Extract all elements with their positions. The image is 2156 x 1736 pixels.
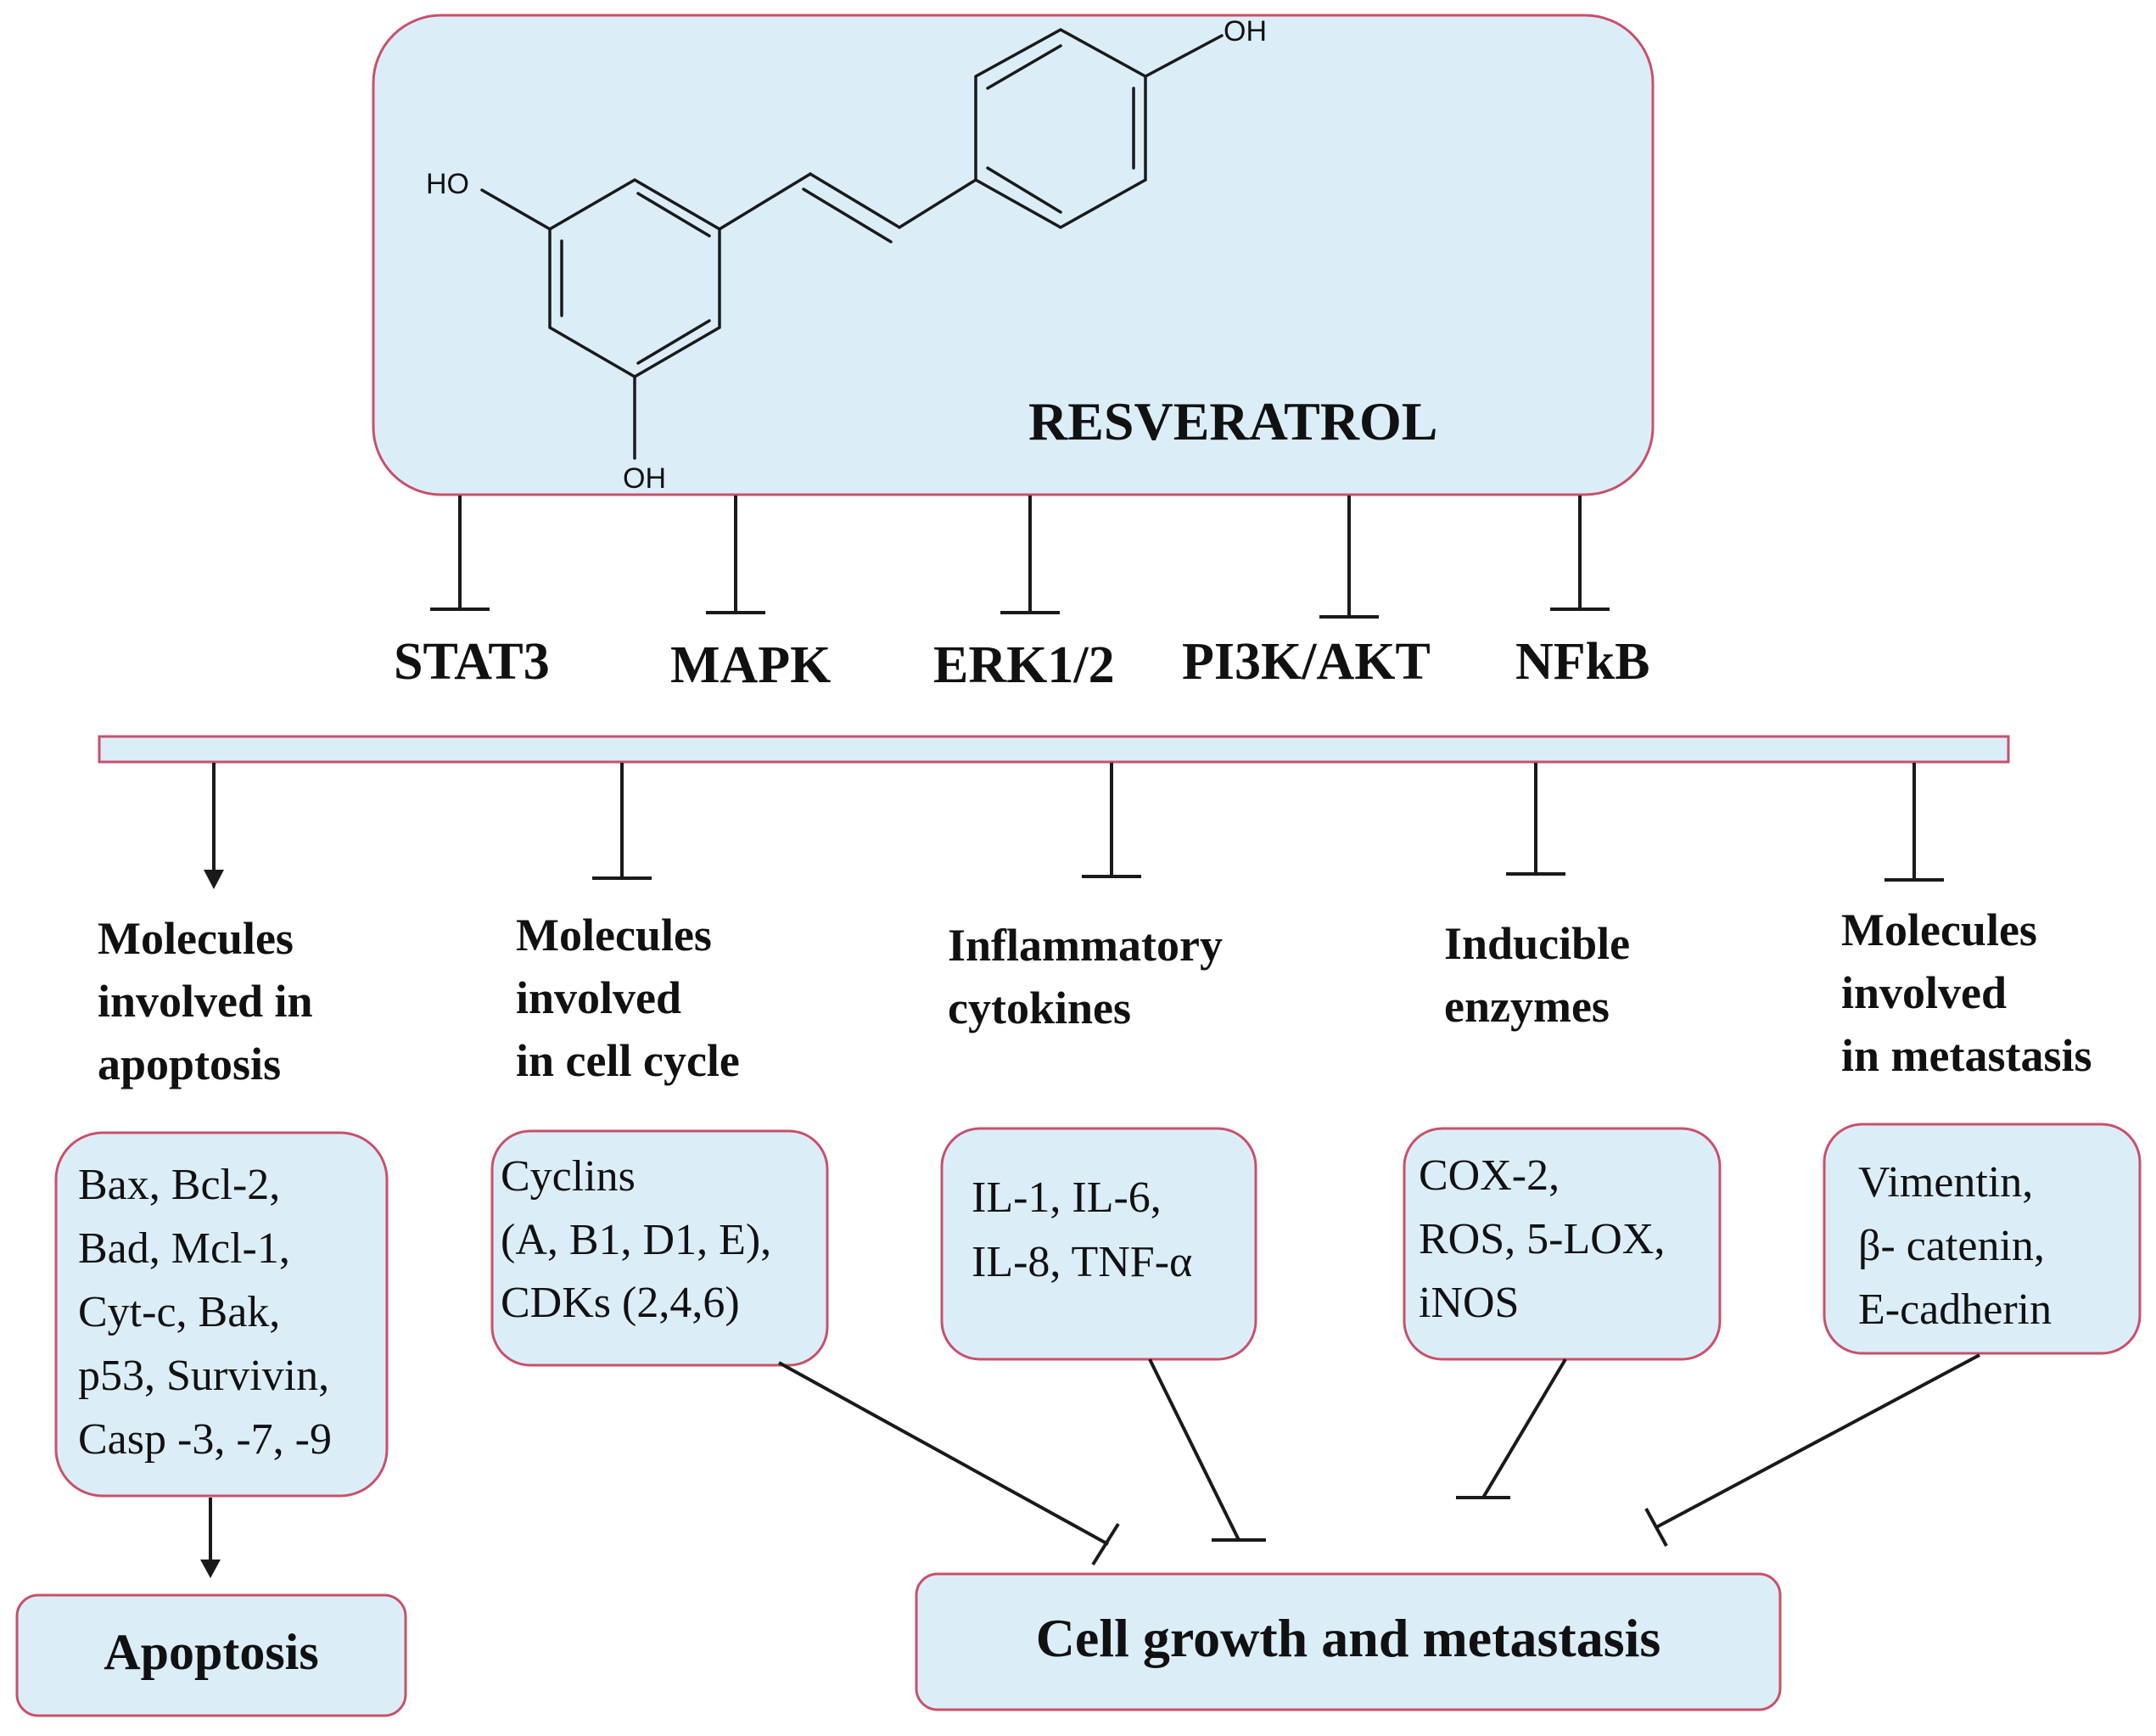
pathway-stat3: STAT3	[394, 633, 550, 691]
growth-outcome-label: Cell growth and metastasis	[1036, 1608, 1661, 1668]
pathway-erk: ERK1/2	[933, 636, 1115, 694]
compound-name: RESVERATROL	[1028, 391, 1437, 451]
atom-label-oh-top: OH	[1224, 15, 1267, 48]
pathway-nfkb: NFkB	[1515, 633, 1649, 691]
molecule-box-cytokines	[940, 1127, 1257, 1361]
molecule-list-cytokines: IL-1, IL-6, IL-8, TNF-α	[972, 1173, 1192, 1286]
molecule-box-cell-cycle	[490, 1129, 829, 1367]
apoptosis-outcome-box	[15, 1593, 407, 1717]
category-label-apoptosis: Molecules involved in apoptosis	[98, 913, 324, 1089]
molecule-list-apoptosis: Bax, Bcl-2, Bad, Mcl-1, Cyt-c, Bak, p53,…	[78, 1161, 340, 1464]
molecule-box-enzymes	[1403, 1127, 1722, 1361]
atom-label-oh-bottom: OH	[623, 462, 666, 495]
category-label-cell-cycle: Molecules involved in cell cycle	[516, 910, 740, 1086]
category-label-metastasis: Molecules involved in metastasis	[1841, 904, 2092, 1081]
molecule-list-metastasis: Vimentin, β- catenin, E-cadherin	[1858, 1158, 2056, 1334]
resveratrol-box	[372, 14, 1655, 496]
category-connectors	[204, 763, 1944, 889]
apoptosis-arrow	[200, 1498, 221, 1578]
molecule-list-enzymes: COX-2, ROS, 5-LOX, iNOS	[1419, 1151, 1676, 1327]
atom-label-ho-left: HO	[426, 168, 469, 200]
growth-outcome-box	[915, 1572, 1782, 1711]
apoptosis-outcome-label: Apoptosis	[104, 1624, 318, 1680]
growth-inhibition-lines	[778, 1353, 1980, 1566]
pathway-inhibition-lines	[430, 496, 1610, 619]
pathway-bar	[98, 735, 2010, 764]
resveratrol-structure	[480, 28, 1224, 460]
category-label-enzymes: Inducible enzymes	[1444, 918, 1642, 1032]
molecule-box-metastasis	[1823, 1123, 2142, 1355]
pathway-mapk: MAPK	[670, 636, 831, 694]
pathway-pi3k-akt: PI3K/AKT	[1182, 633, 1431, 691]
molecule-box-apoptosis	[54, 1131, 389, 1498]
molecule-list-cell-cycle: Cyclins (A, B1, D1, E), CDKs (2,4,6)	[501, 1152, 782, 1327]
category-label-cytokines: Inflammatory cytokines	[948, 920, 1234, 1033]
